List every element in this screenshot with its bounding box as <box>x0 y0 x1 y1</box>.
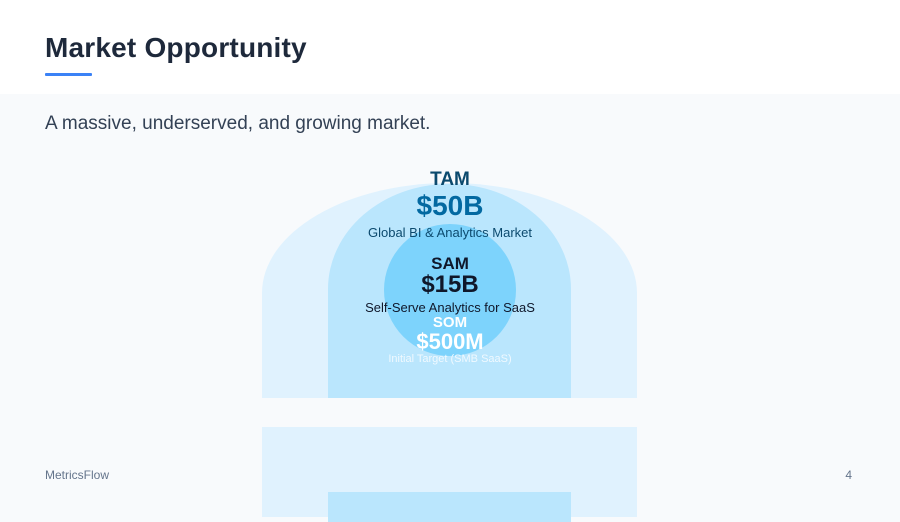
page-number: 4 <box>845 468 852 482</box>
tam-value: $50B <box>416 190 484 221</box>
tam-label: TAM <box>430 169 470 190</box>
som-description: Initial Target (SMB SaaS) <box>388 353 512 365</box>
sam-shape-overflow <box>328 492 571 522</box>
sam-description: Self-Serve Analytics for SaaS <box>365 300 535 315</box>
som-value: $500M <box>416 329 484 354</box>
slide-subtitle: A massive, underserved, and growing mark… <box>45 113 431 134</box>
title-underline <box>45 73 92 76</box>
som-circle <box>384 224 516 356</box>
sam-value: $15B <box>421 271 479 298</box>
sam-label: SAM <box>431 254 469 273</box>
footer-brand: MetricsFlow <box>45 468 110 482</box>
page-title: Market Opportunity <box>45 32 307 63</box>
som-label: SOM <box>432 314 468 331</box>
slide-header: Market Opportunity <box>0 0 900 94</box>
tam-description: Global BI & Analytics Market <box>367 225 532 240</box>
